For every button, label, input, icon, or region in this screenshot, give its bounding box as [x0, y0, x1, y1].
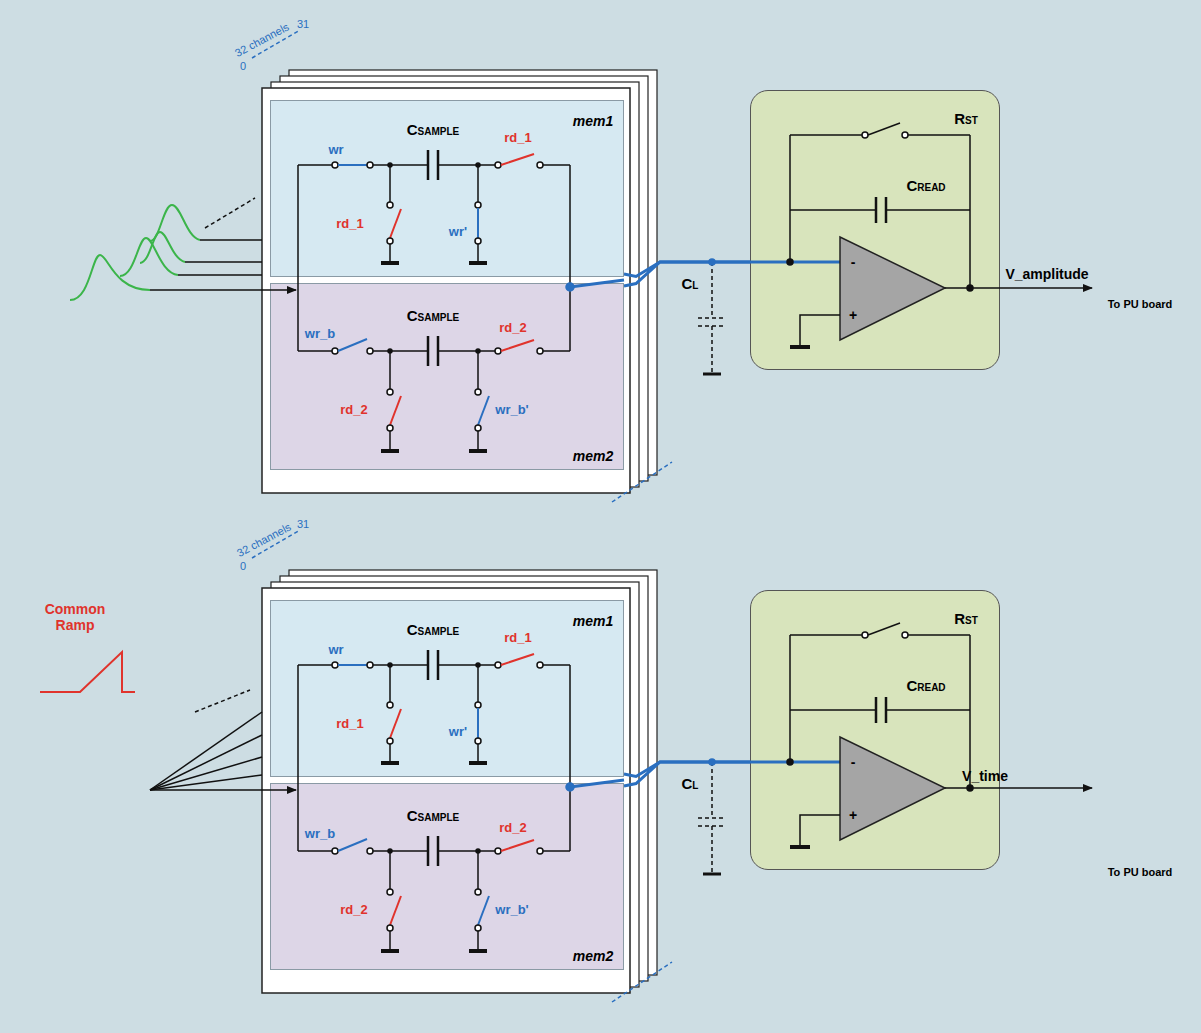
switch-label: rd_1	[504, 631, 531, 646]
input-polarity: +	[849, 307, 857, 323]
switch-label: rd_1	[504, 131, 531, 146]
component-label: RST	[954, 110, 978, 127]
component-label: RST	[954, 610, 978, 627]
output-destination: To PU board	[1108, 298, 1173, 311]
memory-name: mem2	[573, 448, 613, 464]
memory-cell-panel: mem2	[270, 283, 624, 470]
channel-count: 32 channels	[235, 520, 293, 559]
switch-label: wr'	[449, 225, 467, 240]
switch-label: wr	[328, 643, 343, 658]
capacitor-label: CSAMPLE	[407, 621, 460, 638]
ramp-label: Common Ramp	[28, 601, 123, 633]
memory-name: mem1	[573, 613, 613, 629]
channel-index: 31	[297, 18, 309, 31]
switch-label: wr	[328, 143, 343, 158]
memory-name: mem2	[573, 948, 613, 964]
bus-wire	[624, 762, 750, 777]
component-label: CREAD	[906, 177, 945, 194]
channel-index: 0	[240, 60, 246, 73]
switch-label: wr_b'	[495, 903, 528, 918]
component-label: CREAD	[906, 677, 945, 694]
memory-cell-panel: mem2	[270, 783, 624, 970]
capacitor-label: CL	[682, 775, 699, 792]
capacitor-label: CSAMPLE	[407, 121, 460, 138]
bus-wire	[624, 262, 750, 277]
output-signal: V_amplitude	[1005, 266, 1088, 282]
output-signal: V_time	[962, 768, 1008, 784]
switch-label: rd_2	[340, 403, 367, 418]
switch-label: wr_b	[305, 827, 335, 842]
switch-label: rd_2	[499, 321, 526, 336]
channel-index: 31	[297, 518, 309, 531]
switch-label: wr'	[449, 725, 467, 740]
switch-label: rd_1	[336, 717, 363, 732]
switch-label: wr_b'	[495, 403, 528, 418]
switch-label: rd_2	[499, 821, 526, 836]
output-destination: To PU board	[1108, 866, 1173, 879]
input-polarity: -	[851, 754, 856, 770]
switch-label: wr_b	[305, 327, 335, 342]
capacitor-label: CSAMPLE	[407, 307, 460, 324]
switch-label: rd_2	[340, 903, 367, 918]
capacitor-label: CSAMPLE	[407, 807, 460, 824]
memory-name: mem1	[573, 113, 613, 129]
input-polarity: +	[849, 807, 857, 823]
capacitor-label: CL	[682, 275, 699, 292]
input-polarity: -	[851, 254, 856, 270]
switch-label: rd_1	[336, 217, 363, 232]
channel-index: 0	[240, 560, 246, 573]
